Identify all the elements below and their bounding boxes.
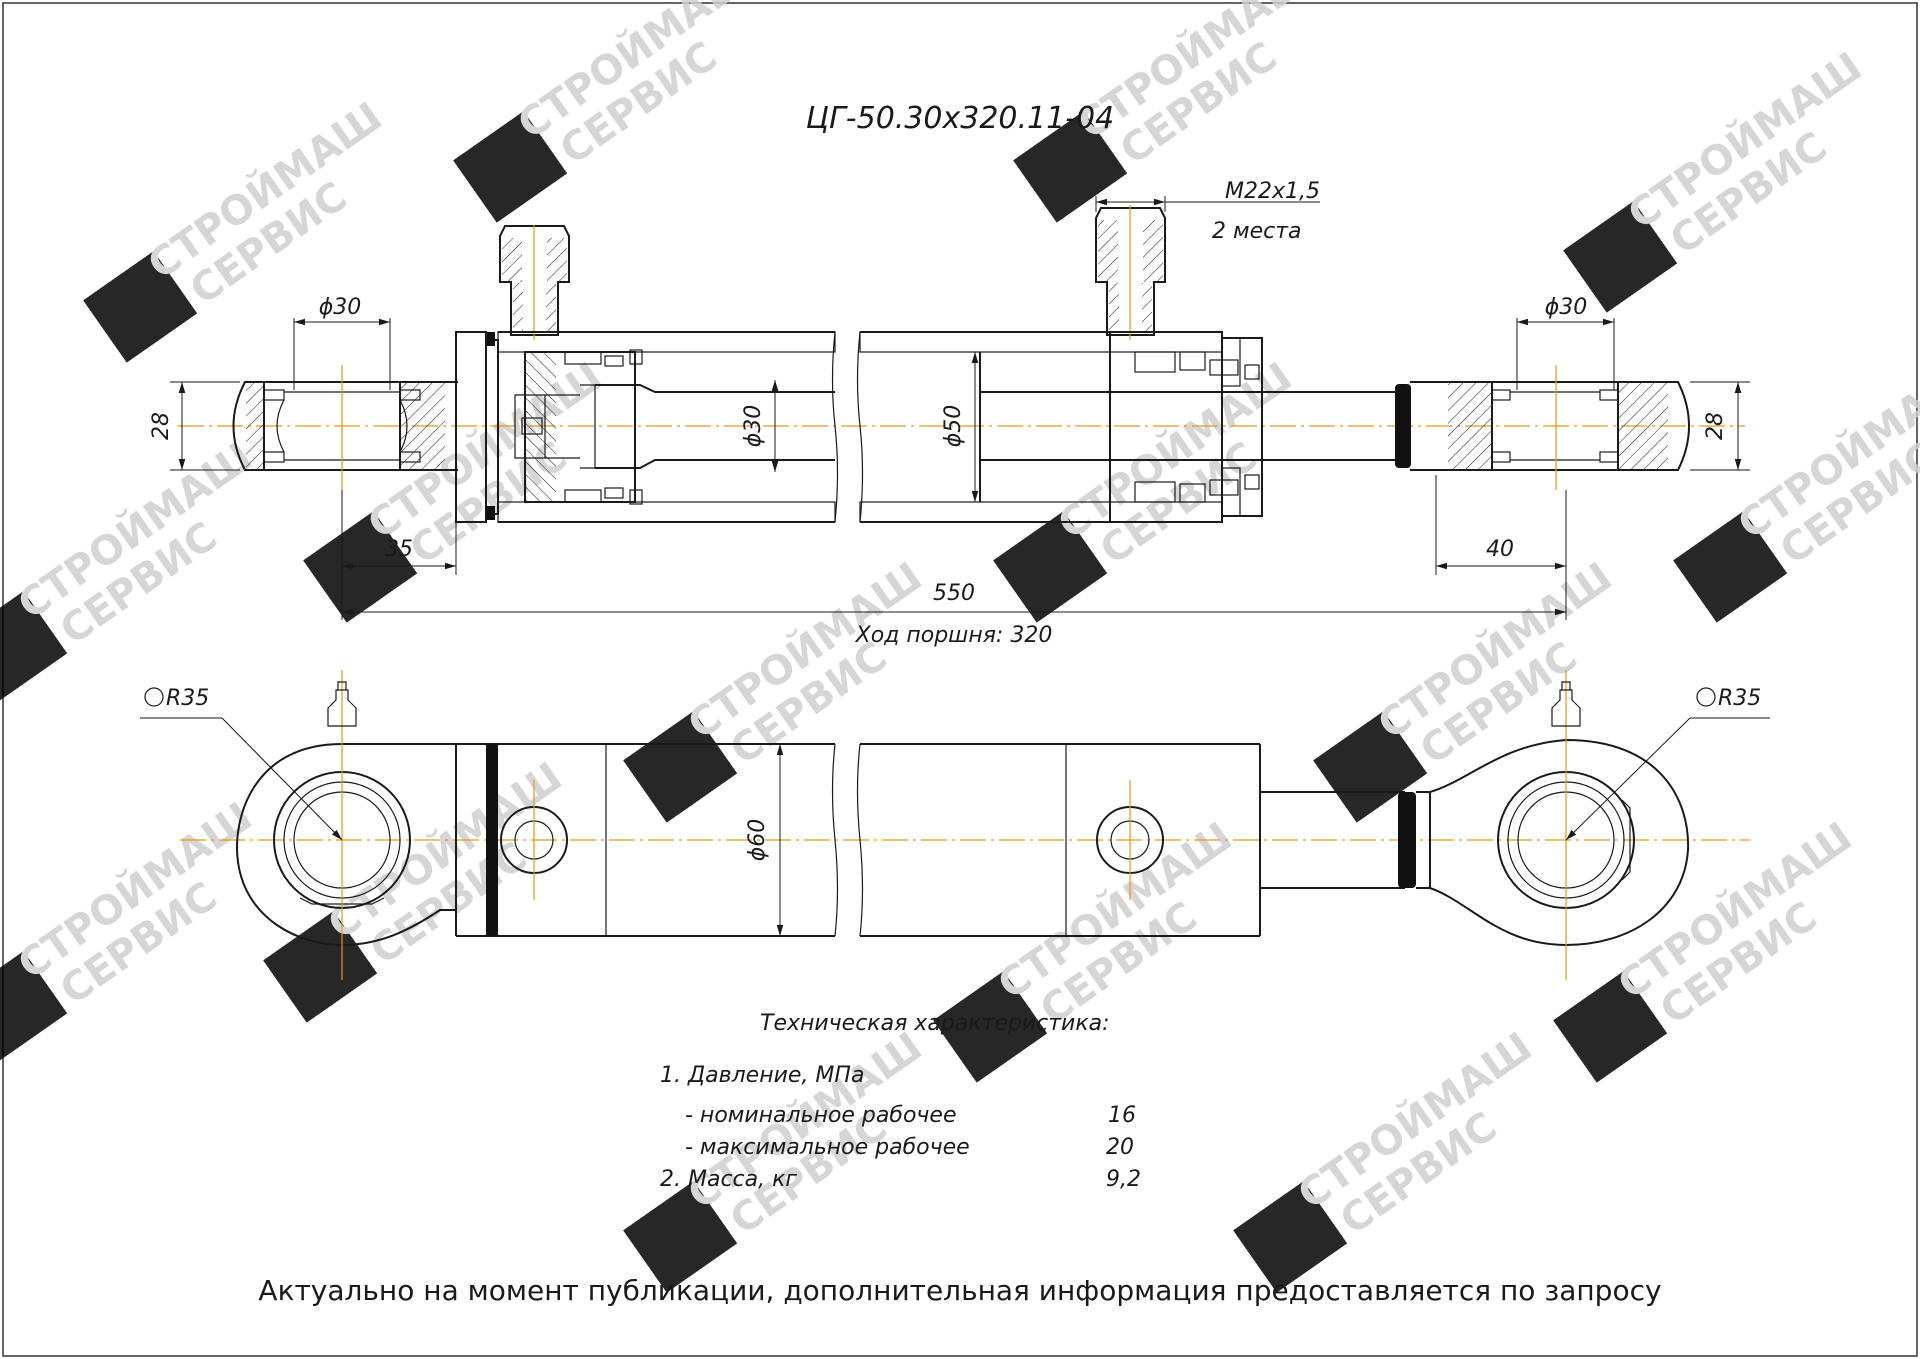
dim-bore-dia: ϕ50: [941, 352, 979, 502]
specs-max-value: 20: [1106, 1135, 1134, 1160]
dim-radius-left: R35: [140, 686, 343, 841]
drawing-title: ЦГ-50.30х320.11-04: [806, 101, 1114, 136]
left-eye: [232, 365, 458, 490]
label-pin-dia-left: ϕ30: [319, 295, 362, 320]
label-port-count: 2 места: [1212, 219, 1302, 244]
specs-heading: Техническая характеристика:: [760, 1011, 1110, 1036]
label-port-thread: М22х1,5: [1225, 179, 1320, 204]
dim-pin-right: ϕ30: [1516, 295, 1615, 390]
dim-rod-dia: ϕ30: [741, 380, 779, 472]
label-right-offset: 40: [1486, 537, 1514, 562]
specs-nominal-value: 16: [1108, 1103, 1136, 1128]
dim-right-offset: 40: [1435, 475, 1567, 620]
dim-radius-right: R35: [1565, 686, 1770, 841]
dim-left-offset: 35: [341, 490, 457, 620]
label-total-length: 550: [933, 581, 975, 606]
section-view: ϕ30 ϕ30 28 28 ϕ30: [149, 179, 1750, 648]
dim-outer-dia: ϕ60: [745, 744, 784, 936]
dim-pin-left: ϕ30: [293, 295, 391, 390]
dim-eye-width-left: 28: [149, 381, 240, 471]
right-eye-external: [1429, 670, 1690, 980]
specifications: Техническая характеристика: 1. Давление,…: [660, 1011, 1141, 1192]
rod-inner: [595, 384, 835, 469]
specs-mass-value: 9,2: [1106, 1167, 1141, 1192]
dim-port-thread: М22х1,5 2 места: [1095, 179, 1320, 244]
right-eye: [1410, 365, 1690, 490]
footer-note: Актуально на момент публикации, дополнит…: [258, 1274, 1661, 1307]
rod-outer: [1395, 384, 1411, 468]
right-port: [1095, 205, 1166, 340]
dim-total-length: 550 Ход поршня: 320: [342, 581, 1566, 648]
label-radius-right: R35: [1718, 686, 1761, 711]
gland: [1109, 331, 1263, 523]
label-pin-dia-right: ϕ30: [1545, 295, 1588, 320]
specs-pressure-title: 1. Давление, МПа: [660, 1063, 864, 1088]
rod-external: [1260, 791, 1430, 889]
dim-eye-width-right: 28: [1690, 381, 1750, 471]
label-outer-dia: ϕ60: [745, 819, 770, 862]
external-view: ϕ60 R35 R35: [140, 670, 1770, 980]
left-eye-external: [236, 670, 457, 980]
label-stroke: Ход поршня: 320: [855, 623, 1053, 648]
label-left-offset: 35: [385, 537, 413, 562]
specs-nominal-label: - номинальное рабочее: [685, 1103, 956, 1128]
left-port: [499, 225, 570, 340]
piston: [514, 349, 643, 505]
label-bore-dia: ϕ50: [941, 405, 966, 448]
barrel-section-left: [497, 331, 839, 523]
end-cap-left: [455, 331, 499, 523]
label-eye-width-left: 28: [149, 412, 174, 440]
label-radius-left: R35: [166, 686, 209, 711]
cylinder-body: [455, 743, 1261, 937]
label-eye-width-right: 28: [1703, 412, 1728, 440]
label-rod-dia: ϕ30: [741, 405, 766, 448]
specs-max-label: - максимальное рабочее: [685, 1135, 970, 1160]
specs-mass-label: 2. Масса, кг: [660, 1167, 797, 1192]
